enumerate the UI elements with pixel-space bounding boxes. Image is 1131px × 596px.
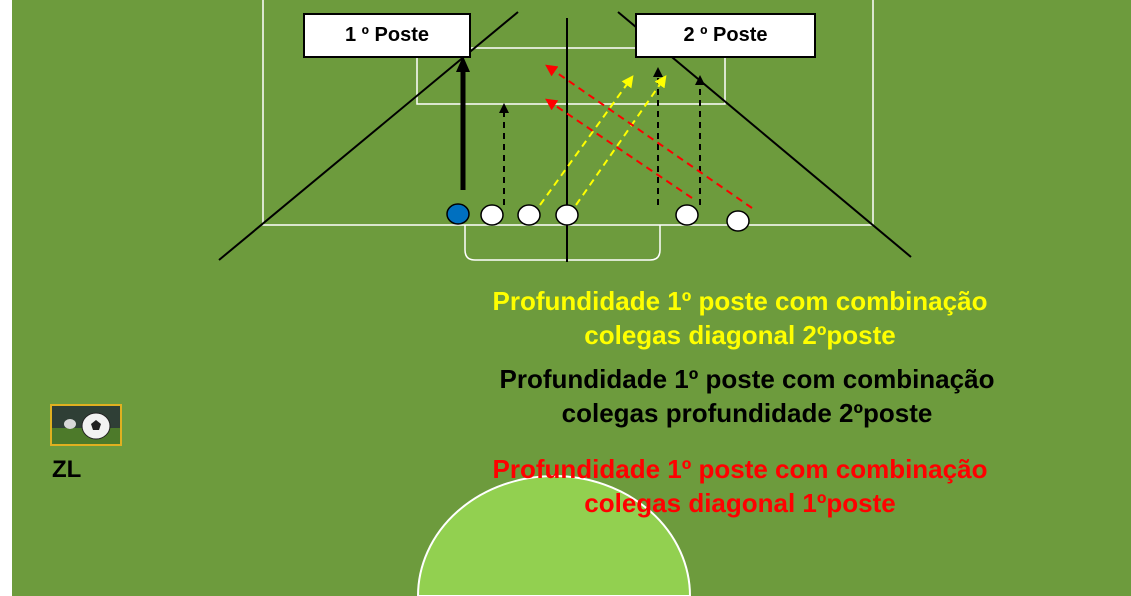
first-post-label: 1 º Poste — [303, 13, 471, 58]
caption-yellow-line2: colegas diagonal 2ºposte — [584, 320, 896, 350]
logo-label: ZL — [52, 456, 82, 483]
centre-circle — [416, 475, 692, 596]
red-dashed-arrow-1 — [545, 98, 693, 199]
caption-black: Profundidade 1º poste com combinação col… — [400, 362, 1094, 430]
first-post-text: 1 º Poste — [344, 24, 429, 46]
soccer-ball-icon — [50, 404, 122, 446]
player-blue — [446, 203, 470, 225]
caption-red-line1: Profundidade 1º poste com combinação — [492, 454, 988, 484]
yellow-dashed-arrow-2 — [575, 75, 667, 206]
player-white-1 — [480, 204, 504, 226]
caption-black-line2: colegas profundidade 2ºposte — [561, 398, 933, 428]
penalty-arc — [464, 225, 661, 261]
caption-red-line2: colegas diagonal 1ºposte — [584, 488, 896, 518]
red-dashed-arrow-2 — [545, 64, 753, 209]
second-post-text: 2 º Poste — [683, 24, 768, 46]
player-white-2 — [517, 204, 541, 226]
caption-black-line1: Profundidade 1º poste com combinação — [499, 364, 995, 394]
left-white-margin — [0, 0, 12, 596]
caption-yellow-line1: Profundidade 1º poste com combinação — [492, 286, 988, 316]
yellow-dashed-arrow-1 — [539, 75, 634, 206]
caption-red: Profundidade 1º poste com combinação col… — [393, 452, 1087, 520]
caption-yellow: Profundidade 1º poste com combinação col… — [393, 284, 1087, 352]
goal-area-line — [416, 48, 726, 105]
player-white-3 — [555, 204, 579, 226]
player-white-5 — [726, 210, 750, 232]
player-white-4 — [675, 204, 699, 226]
second-post-label: 2 º Poste — [635, 13, 816, 58]
